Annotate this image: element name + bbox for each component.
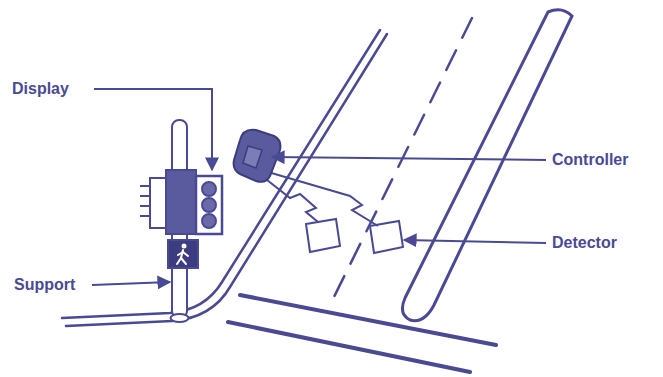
controller-cabinet — [234, 130, 281, 182]
leader-line — [404, 240, 546, 243]
detector-wire — [268, 172, 378, 226]
crosswalk-line — [240, 295, 496, 345]
signal-bracket — [166, 170, 196, 234]
controller-door — [243, 146, 262, 168]
detector-label: Detector — [552, 233, 617, 253]
road-edge — [66, 34, 387, 326]
pole-base — [171, 314, 189, 322]
leader-line — [94, 89, 212, 170]
leader-line — [272, 157, 546, 160]
detector-loop — [306, 219, 340, 252]
signal-display — [196, 176, 222, 234]
leader-line — [92, 282, 170, 285]
controller-label: Controller — [552, 150, 628, 170]
pedestrian-icon — [177, 244, 188, 265]
detector-loop — [370, 221, 403, 253]
median-island — [402, 10, 572, 321]
support-label: Support — [14, 275, 75, 295]
display-label: Display — [12, 79, 69, 99]
crosswalk-line — [228, 322, 470, 372]
pedestrian-signal — [168, 240, 198, 268]
detector-wire — [262, 176, 318, 222]
road-edge — [62, 30, 380, 318]
